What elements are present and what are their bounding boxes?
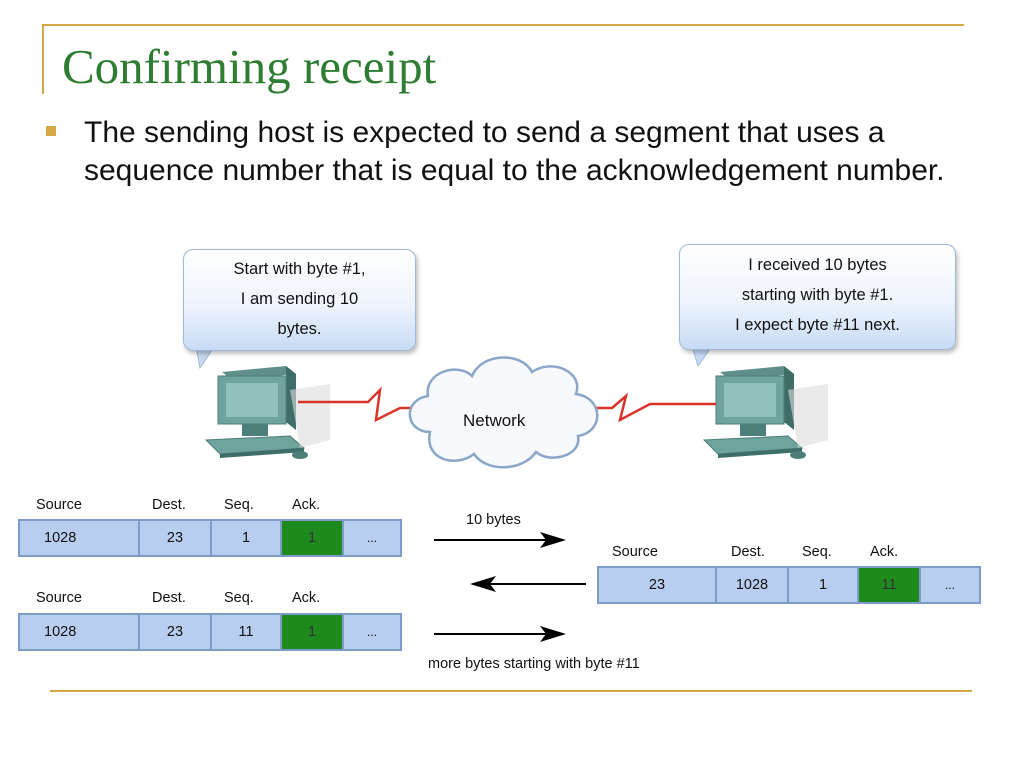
segment1-more: ... [366, 531, 377, 545]
segment1-source: 1028 [20, 521, 140, 555]
arrow1-label: 10 bytes [466, 512, 521, 528]
receiver-link [588, 392, 716, 423]
segment2-header-ack: Ack. [870, 544, 899, 560]
network-label: Network [463, 411, 526, 430]
arrow-send-10-bytes [434, 532, 566, 548]
bullet-text: The sending host is expected to send a s… [84, 116, 945, 187]
segment3-header-dest: Dest. [152, 590, 186, 606]
segment2-header-seq: Seq. [802, 544, 832, 560]
sender-bubble-line: I am sending 10 [240, 290, 359, 308]
segment3-more: ... [366, 625, 377, 639]
segment1-header-source: Source [36, 497, 82, 513]
segment2-header-source: Source [612, 544, 658, 560]
receiver-bubble-line: starting with byte #1. [741, 286, 894, 304]
bullet-marker [46, 126, 56, 136]
segment1-header-ack: Ack. [292, 497, 321, 513]
segment3-seq: 11 [212, 615, 282, 649]
segment1-header-seq: Seq. [224, 497, 254, 513]
segment3-source: 1028 [20, 615, 140, 649]
segment3-header-ack: Ack. [292, 590, 321, 606]
segment2-ack: 11 [859, 568, 921, 602]
arrow-send-more-bytes [434, 626, 566, 642]
segment3-header-seq: Seq. [224, 590, 254, 606]
segment2-row: 23 1028 1 11 ... [597, 566, 981, 604]
receiver-bubble-line: I received 10 bytes [748, 256, 887, 274]
sender-computer-icon [204, 366, 330, 459]
segment3-header-source: Source [36, 590, 82, 606]
network-cloud-icon [408, 356, 599, 469]
segment2-header-dest: Dest. [731, 544, 765, 560]
slide-frame-bottom-rule [50, 690, 972, 692]
arrow-ack-returned [470, 576, 586, 592]
receiver-computer-icon [702, 366, 828, 459]
segment3-ack: 1 [282, 615, 344, 649]
receiver-bubble-line: I expect byte #11 next. [735, 316, 900, 334]
sender-speech-bubble: Start with byte #1, I am sending 10 byte… [183, 249, 416, 351]
segment1-ack: 1 [282, 521, 344, 555]
sender-bubble-line: Start with byte #1, [233, 260, 366, 278]
sender-bubble-line: bytes. [277, 320, 322, 338]
segment2-dest: 1028 [717, 568, 789, 602]
segment3-row: 1028 23 11 1 ... [18, 613, 402, 651]
segment3-dest: 23 [140, 615, 212, 649]
segment1-dest: 23 [140, 521, 212, 555]
segment2-source: 23 [599, 568, 717, 602]
segment2-more: ... [944, 578, 955, 592]
sender-link [298, 386, 420, 423]
segment1-header-dest: Dest. [152, 497, 186, 513]
receiver-speech-bubble: I received 10 bytes starting with byte #… [679, 244, 956, 350]
segment1-seq: 1 [212, 521, 282, 555]
slide-frame-top-rule [42, 24, 964, 26]
segment1-row: 1028 23 1 1 ... [18, 519, 402, 557]
slide-frame-left-rule [42, 24, 44, 94]
segment2-seq: 1 [789, 568, 859, 602]
arrow3-label: more bytes starting with byte #11 [428, 656, 640, 672]
slide-title: Confirming receipt [62, 39, 437, 94]
